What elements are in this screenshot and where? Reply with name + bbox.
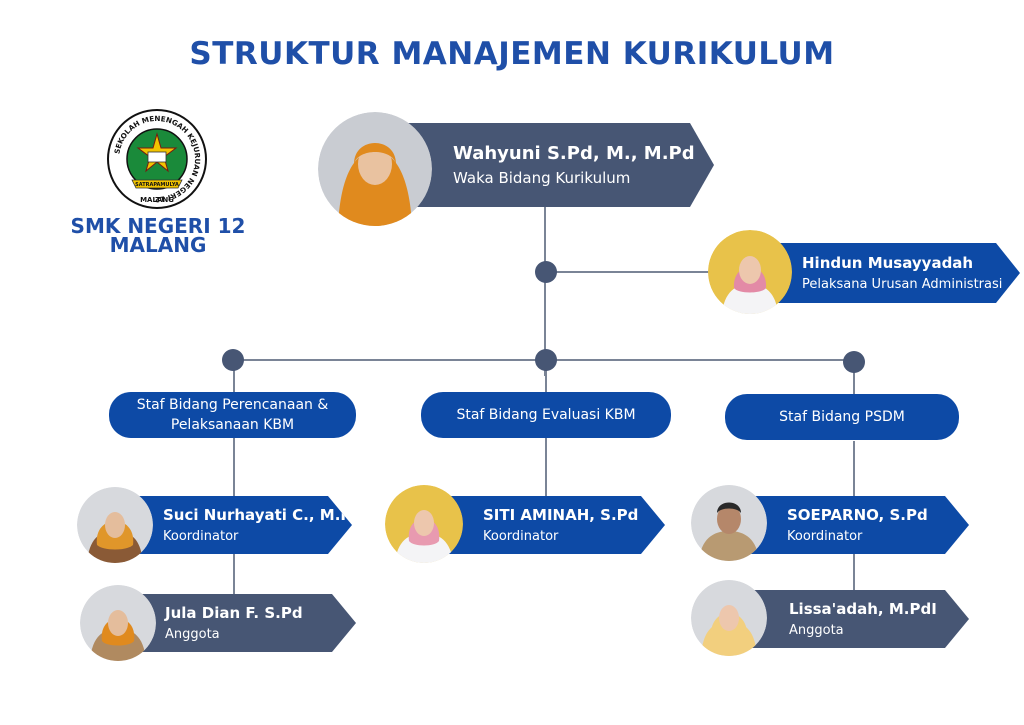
div3-koordinator-photo [691, 485, 767, 561]
connector-head-vertical [544, 206, 546, 376]
junction-dot-div3 [843, 351, 865, 373]
admin-name: Hindun Musayyadah [802, 254, 974, 272]
div1-anggota-photo [80, 585, 156, 661]
junction-dot-head [535, 261, 557, 283]
connector-div2-top [545, 370, 547, 395]
connector-admin [556, 271, 711, 273]
div2-koordinator-photo [385, 485, 463, 563]
div3-koordinator-role: Koordinator [787, 529, 863, 544]
connector-div1-anggota [233, 554, 235, 596]
div3-koordinator-banner: SOEPARNO, S.Pd Koordinator [749, 496, 969, 554]
head-photo [318, 112, 432, 226]
page-title: STRUKTUR MANAJEMEN KURIKULUM [189, 36, 835, 72]
connector-div1-top [233, 370, 235, 395]
div1-anggota-banner: Jula Dian F. S.Pd Anggota [135, 594, 356, 652]
school-logo-emblem: SEKOLAH MENENGAH KEJURUAN NEGERI 12 SATR… [107, 109, 207, 209]
head-banner: Wahyuni S.Pd, M., M.Pd Waka Bidang Kurik… [378, 123, 714, 207]
div3-anggota-role: Anggota [789, 623, 844, 638]
connector-div3-anggota [853, 554, 855, 596]
div3-anggota-photo [691, 580, 767, 656]
div3-anggota-banner: Lissa'adah, M.PdI Anggota [751, 590, 969, 648]
div1-anggota-role: Anggota [165, 627, 220, 642]
div1-koordinator-banner: Suci Nurhayati C., M.Pd Koordinator [135, 496, 352, 554]
division-perencanaan-label: Staf Bidang Perencanaan & Pelaksanaan KB… [136, 397, 329, 433]
connector-div2-koordinator [545, 438, 547, 496]
division-perencanaan: Staf Bidang Perencanaan & Pelaksanaan KB… [109, 392, 356, 438]
logo-motto: SATRAPAMULYA [135, 182, 179, 188]
admin-banner: Hindun Musayyadah Pelaksana Urusan Admin… [770, 243, 1020, 303]
connector-div1-koordinator [233, 438, 235, 496]
div2-koordinator-banner: SITI AMINAH, S.Pd Koordinator [443, 496, 665, 554]
div2-koordinator-name: SITI AMINAH, S.Pd [483, 506, 639, 524]
div3-anggota-name: Lissa'adah, M.PdI [789, 600, 937, 618]
division-evaluasi-label: Staf Bidang Evaluasi KBM [456, 407, 636, 423]
school-name: SMK NEGERI 12 MALANG [70, 214, 246, 257]
div3-koordinator-name: SOEPARNO, S.Pd [787, 506, 928, 524]
division-evaluasi: Staf Bidang Evaluasi KBM [421, 392, 671, 438]
connector-div3-top [853, 370, 855, 395]
div1-koordinator-role: Koordinator [163, 529, 239, 544]
junction-dot-div2 [535, 349, 557, 371]
junction-dot-div1 [222, 349, 244, 371]
division-psdm-label: Staf Bidang PSDM [779, 409, 905, 425]
connector-div3-koordinator [853, 441, 855, 496]
division-psdm: Staf Bidang PSDM [725, 394, 959, 440]
admin-role: Pelaksana Urusan Administrasi [802, 277, 1003, 292]
head-role: Waka Bidang Kurikulum [453, 169, 631, 187]
div2-koordinator-role: Koordinator [483, 529, 559, 544]
div1-koordinator-name: Suci Nurhayati C., M.Pd [163, 506, 363, 524]
div1-anggota-name: Jula Dian F. S.Pd [165, 604, 303, 622]
div1-koordinator-photo [77, 487, 153, 563]
logo-city: MALANG [140, 196, 174, 204]
head-name: Wahyuni S.Pd, M., M.Pd [453, 143, 695, 164]
admin-photo [708, 230, 792, 314]
